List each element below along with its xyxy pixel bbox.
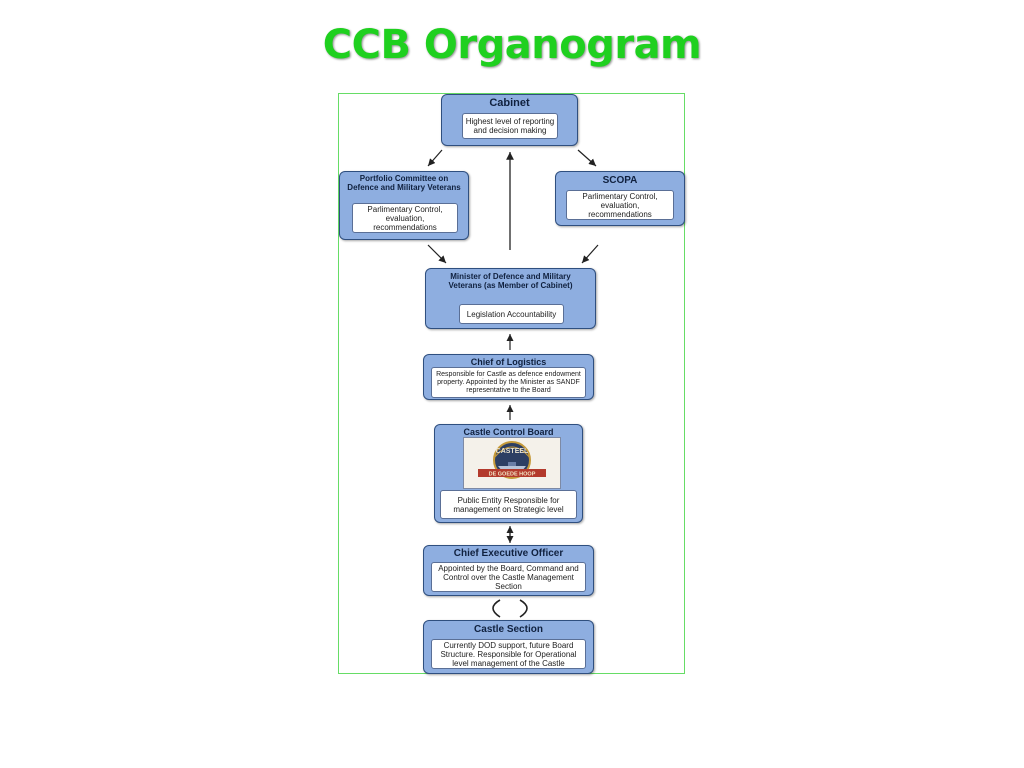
arrow-cabinet-scopa [577,149,597,167]
arrow-scopa-minister [581,244,599,264]
node-logistics-body: Responsible for Castle as defence endowm… [431,367,586,398]
node-castle-control-board: Castle Control Board CASTEEL DE GOEDE HO… [434,424,583,523]
arrow-ceo-section-left [492,599,501,618]
node-ceo-body: Appointed by the Board, Command and Cont… [431,562,586,592]
castle-logo-graphic: CASTEEL DE GOEDE HOOP [478,441,546,479]
arrow-cabinet-portfolio [427,149,443,167]
node-logistics-title: Chief of Logistics [470,357,547,367]
castle-logo: CASTEEL DE GOEDE HOOP [463,437,561,489]
node-portfolio-body: Parlimentary Control, evaluation, recomm… [352,203,458,233]
node-minister: Minister of Defence and Military Veteran… [425,268,596,329]
arrow-portfolio-minister [427,244,447,264]
node-section-body: Currently DOD support, future Board Stru… [431,639,586,669]
node-portfolio-title: Portfolio Committee on Defence and Milit… [347,174,461,192]
node-cabinet-title: Cabinet [489,97,530,109]
node-board-body: Public Entity Responsible for management… [440,490,577,519]
node-castle-section: Castle Section Currently DOD support, fu… [423,620,594,674]
node-ceo-title: Chief Executive Officer [453,548,564,559]
node-cabinet-body: Highest level of reporting and decision … [462,113,558,139]
node-portfolio-committee: Portfolio Committee on Defence and Milit… [339,171,469,240]
node-minister-title: Minister of Defence and Military Veteran… [448,272,573,290]
node-scopa-body: Parlimentary Control, evaluation, recomm… [566,190,674,220]
arrow-ceo-section-right [519,599,528,618]
castle-logo-text: CASTEEL [496,448,529,455]
node-scopa-title: SCOPA [602,175,638,186]
node-cabinet: Cabinet Highest level of reporting and d… [441,94,578,146]
node-minister-body: Legislation Accountability [459,304,564,324]
node-section-title: Castle Section [474,624,543,635]
node-scopa: SCOPA Parlimentary Control, evaluation, … [555,171,685,226]
node-chief-executive-officer: Chief Executive Officer Appointed by the… [423,545,594,596]
page-title: CCB Organogram [322,22,702,68]
node-chief-of-logistics: Chief of Logistics Responsible for Castl… [423,354,594,400]
node-board-title: Castle Control Board [463,427,554,437]
castle-logo-subtext: DE GOEDE HOOP [489,472,536,478]
